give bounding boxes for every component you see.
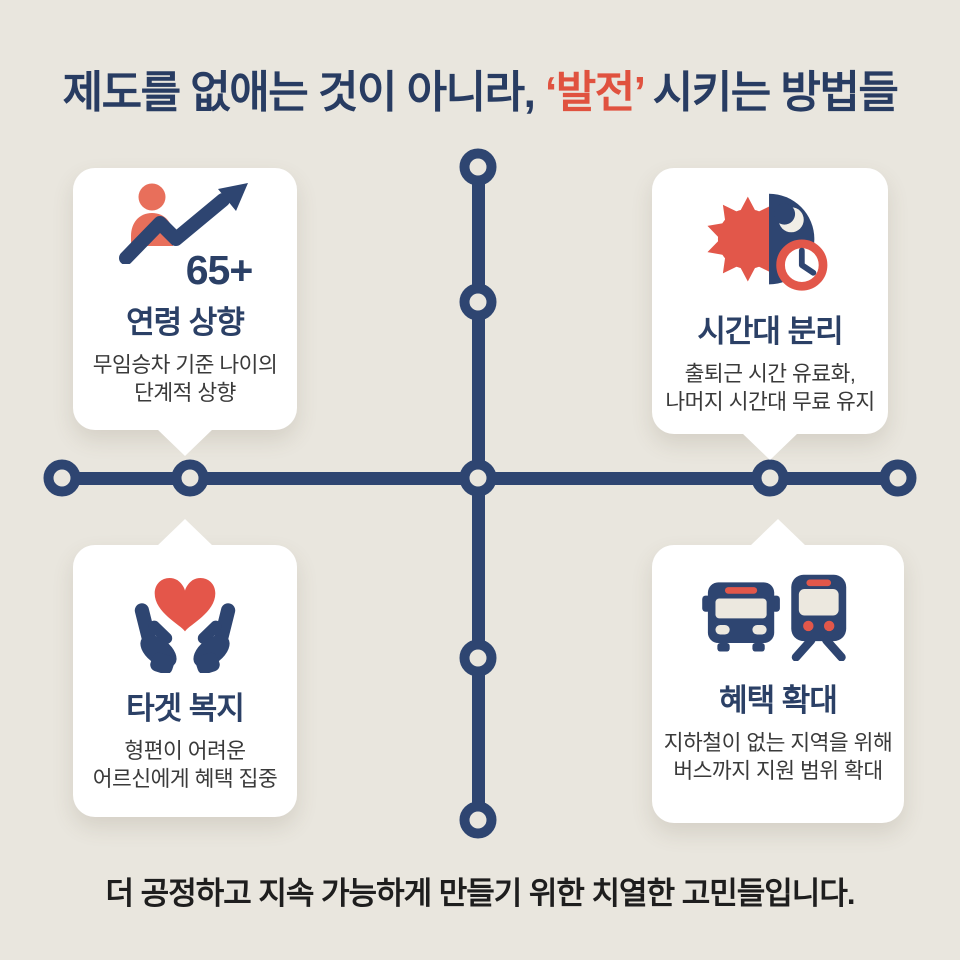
title-part2: 시키는 방법들 <box>643 68 899 117</box>
card-pointer <box>157 429 213 456</box>
card-pointer <box>742 433 798 460</box>
card-age-raise: 65+ 연령 상향 무임승차 기준 나이의 단계적 상향 <box>73 168 297 456</box>
page-title: 제도를 없애는 것이 아니라, ‘발전’ 시키는 방법들 <box>0 56 960 120</box>
heart-in-hands-icon <box>123 565 247 675</box>
metro-node-top-end <box>459 148 497 186</box>
card-pointer <box>157 519 213 546</box>
bus-icon <box>702 582 780 652</box>
card-time-split: 시간대 분리 출퇴근 시간 유료화, 나머지 시간대 무료 유지 <box>652 168 888 460</box>
card-welfare-title: 타겟 복지 <box>126 691 245 726</box>
card-target-welfare: 타겟 복지 형편이 어려운 어르신에게 혜택 집중 <box>73 519 297 817</box>
metro-node-right-end <box>879 459 917 497</box>
metro-node-left-end <box>43 459 81 497</box>
card-time-title: 시간대 분리 <box>697 314 843 349</box>
age-badge: 65+ <box>185 247 254 293</box>
metro-node-lower <box>459 639 497 677</box>
card-coverage-body: 지하철이 없는 지역을 위해 버스까지 지원 범위 확대 <box>663 731 893 784</box>
metro-node-left <box>171 459 209 497</box>
card-welfare-body: 형편이 어려운 어르신에게 혜택 집중 <box>92 739 278 792</box>
card-coverage-title: 혜택 확대 <box>719 683 838 718</box>
metro-node-center <box>459 459 497 497</box>
title-part1: 제도를 없애는 것이 아니라, <box>62 68 546 117</box>
title-highlight: ‘발전’ <box>545 68 645 117</box>
card-time-body: 출퇴근 시간 유료화, 나머지 시간대 무료 유지 <box>665 362 875 415</box>
card-age-body: 무임승차 기준 나이의 단계적 상향 <box>92 353 278 406</box>
person-growth-arrow-icon <box>119 182 251 265</box>
metro-node-bottom-end <box>459 801 497 839</box>
metro-node-right <box>751 459 789 497</box>
day-night-clock-icon <box>707 186 833 294</box>
card-age-title: 연령 상향 <box>126 305 245 340</box>
card-benefit-expansion: 혜택 확대 지하철이 없는 지역을 위해 버스까지 지원 범위 확대 <box>652 519 904 823</box>
card-pointer <box>750 519 806 546</box>
metro-node-upper <box>459 283 497 321</box>
footer-caption: 더 공정하고 지속 가능하게 만들기 위한 치열한 고민들입니다. <box>105 876 856 911</box>
bus-train-icon <box>702 571 854 662</box>
train-icon <box>791 574 847 662</box>
